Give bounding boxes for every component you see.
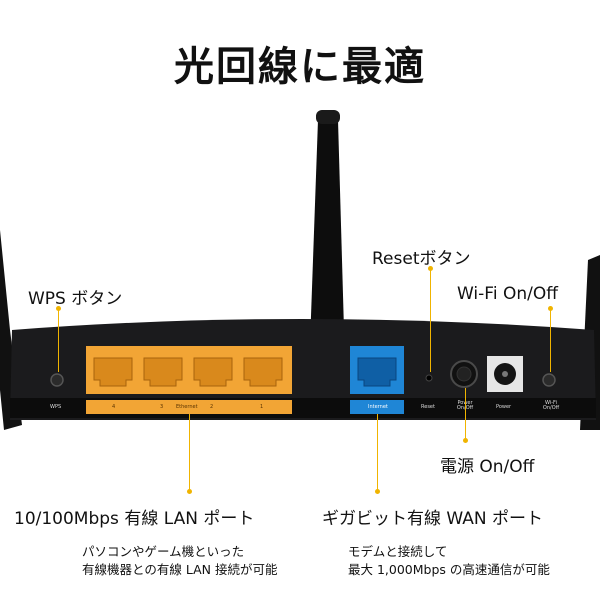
wifi-button [542,373,556,387]
wan-port [357,357,397,387]
wps-leader-dot [56,306,61,311]
lan-note-line1: パソコンやゲーム機といった [82,544,245,559]
power-leader-dot [463,438,468,443]
wps-leader-line [58,310,59,372]
wifi-leader-line [550,310,551,372]
strip-label-internet: Internet [368,404,388,410]
lan-port-1 [243,357,283,387]
reset-leader-line [430,270,431,372]
left-antenna [0,230,22,430]
lan-leader-line [189,414,190,492]
lan-port-3 [143,357,183,387]
wifi-label: Wi-Fi On/Off [457,284,558,304]
strip-label-ethernet: Ethernet [176,404,198,410]
wan-strip [350,400,404,414]
wan-note-line1: モデムと接続して [348,544,448,559]
power-leader-line [465,388,466,440]
wifi-leader-dot [548,306,553,311]
reset-label: Resetボタン [372,249,471,269]
strip-label-wifi-onoff: Wi-Fi On/Off [542,400,560,411]
power-jack-pin [502,371,508,377]
router-body [10,319,596,420]
wps-button [50,373,64,387]
power-label: 電源 On/Off [440,457,535,477]
wan-label: ギガビット有線 WAN ポート [322,509,544,529]
strip-label-port2: 2 [210,404,214,410]
power-button-center [456,366,472,382]
page-title: 光回線に最適 [174,44,426,90]
lan-port-4 [93,357,133,387]
strip-label-wps: WPS [50,404,62,410]
lan-label: 10/100Mbps 有線 LAN ポート [14,509,255,529]
lan-note-line2: 有線機器との有線 LAN 接続が可能 [82,562,278,577]
lan-port-2 [193,357,233,387]
wan-leader-line [377,414,378,492]
wps-label: WPS ボタン [28,289,123,309]
lan-strip [86,400,292,414]
strip-label-port1: 1 [260,404,264,410]
strip-label-reset: Reset [421,404,435,410]
reset-leader-dot [428,266,433,271]
lan-leader-dot [187,489,192,494]
wan-note-line2: 最大 1,000Mbps の高速通信が可能 [348,562,550,577]
wan-leader-dot [375,489,380,494]
reset-hole [425,374,433,382]
strip-label-port3: 3 [160,404,164,410]
strip-label-port4: 4 [112,404,116,410]
center-antenna-tip [316,110,340,124]
strip-label-power: Power [496,404,512,410]
